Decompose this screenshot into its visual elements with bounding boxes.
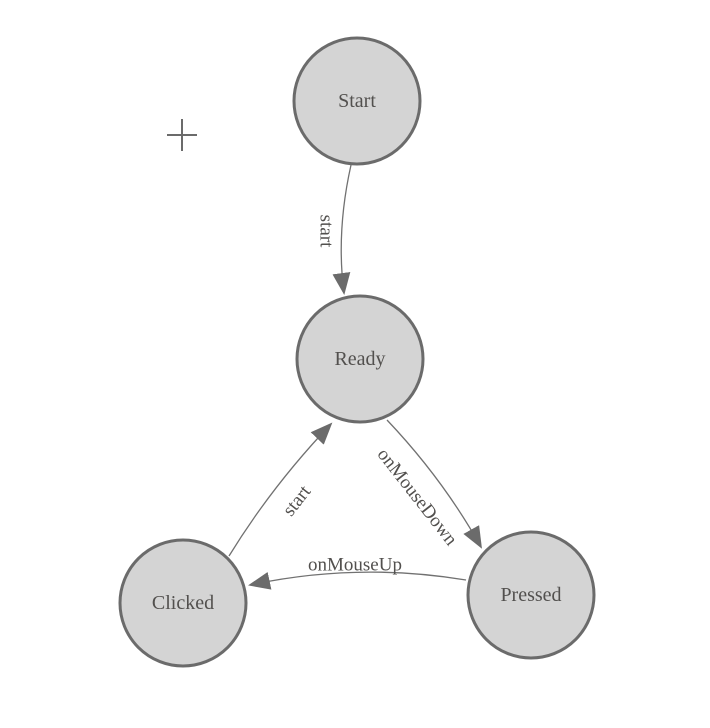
edge-label-clicked-to-ready: start [279, 481, 316, 520]
node-clicked-label: Clicked [152, 592, 214, 614]
node-ready-label: Ready [334, 348, 385, 370]
node-start-label: Start [338, 90, 376, 112]
node-layer: Start Ready Clicked Pressed [118, 36, 596, 668]
edge-clicked-to-ready[interactable] [228, 422, 333, 557]
node-start[interactable]: Start [292, 36, 422, 166]
node-pressed[interactable]: Pressed [466, 530, 596, 660]
node-pressed-label: Pressed [500, 584, 561, 606]
node-ready[interactable]: Ready [295, 294, 425, 424]
node-clicked-circle[interactable] [118, 538, 248, 668]
edge-ready-to-pressed[interactable] [386, 419, 482, 549]
node-ready-circle[interactable] [295, 294, 425, 424]
crosshair-cursor-icon [167, 119, 197, 151]
edge-label-start-to-ready: start [316, 215, 337, 248]
node-pressed-circle[interactable] [466, 530, 596, 660]
edge-label-ready-to-pressed: onMouseDown [373, 444, 462, 550]
node-clicked[interactable]: Clicked [118, 538, 248, 668]
edge-layer [228, 164, 482, 590]
edge-pressed-to-clicked[interactable] [248, 571, 467, 590]
node-start-circle[interactable] [292, 36, 422, 166]
edge-start-to-ready[interactable] [332, 164, 352, 295]
edge-label-pressed-to-clicked: onMouseUp [308, 555, 402, 576]
